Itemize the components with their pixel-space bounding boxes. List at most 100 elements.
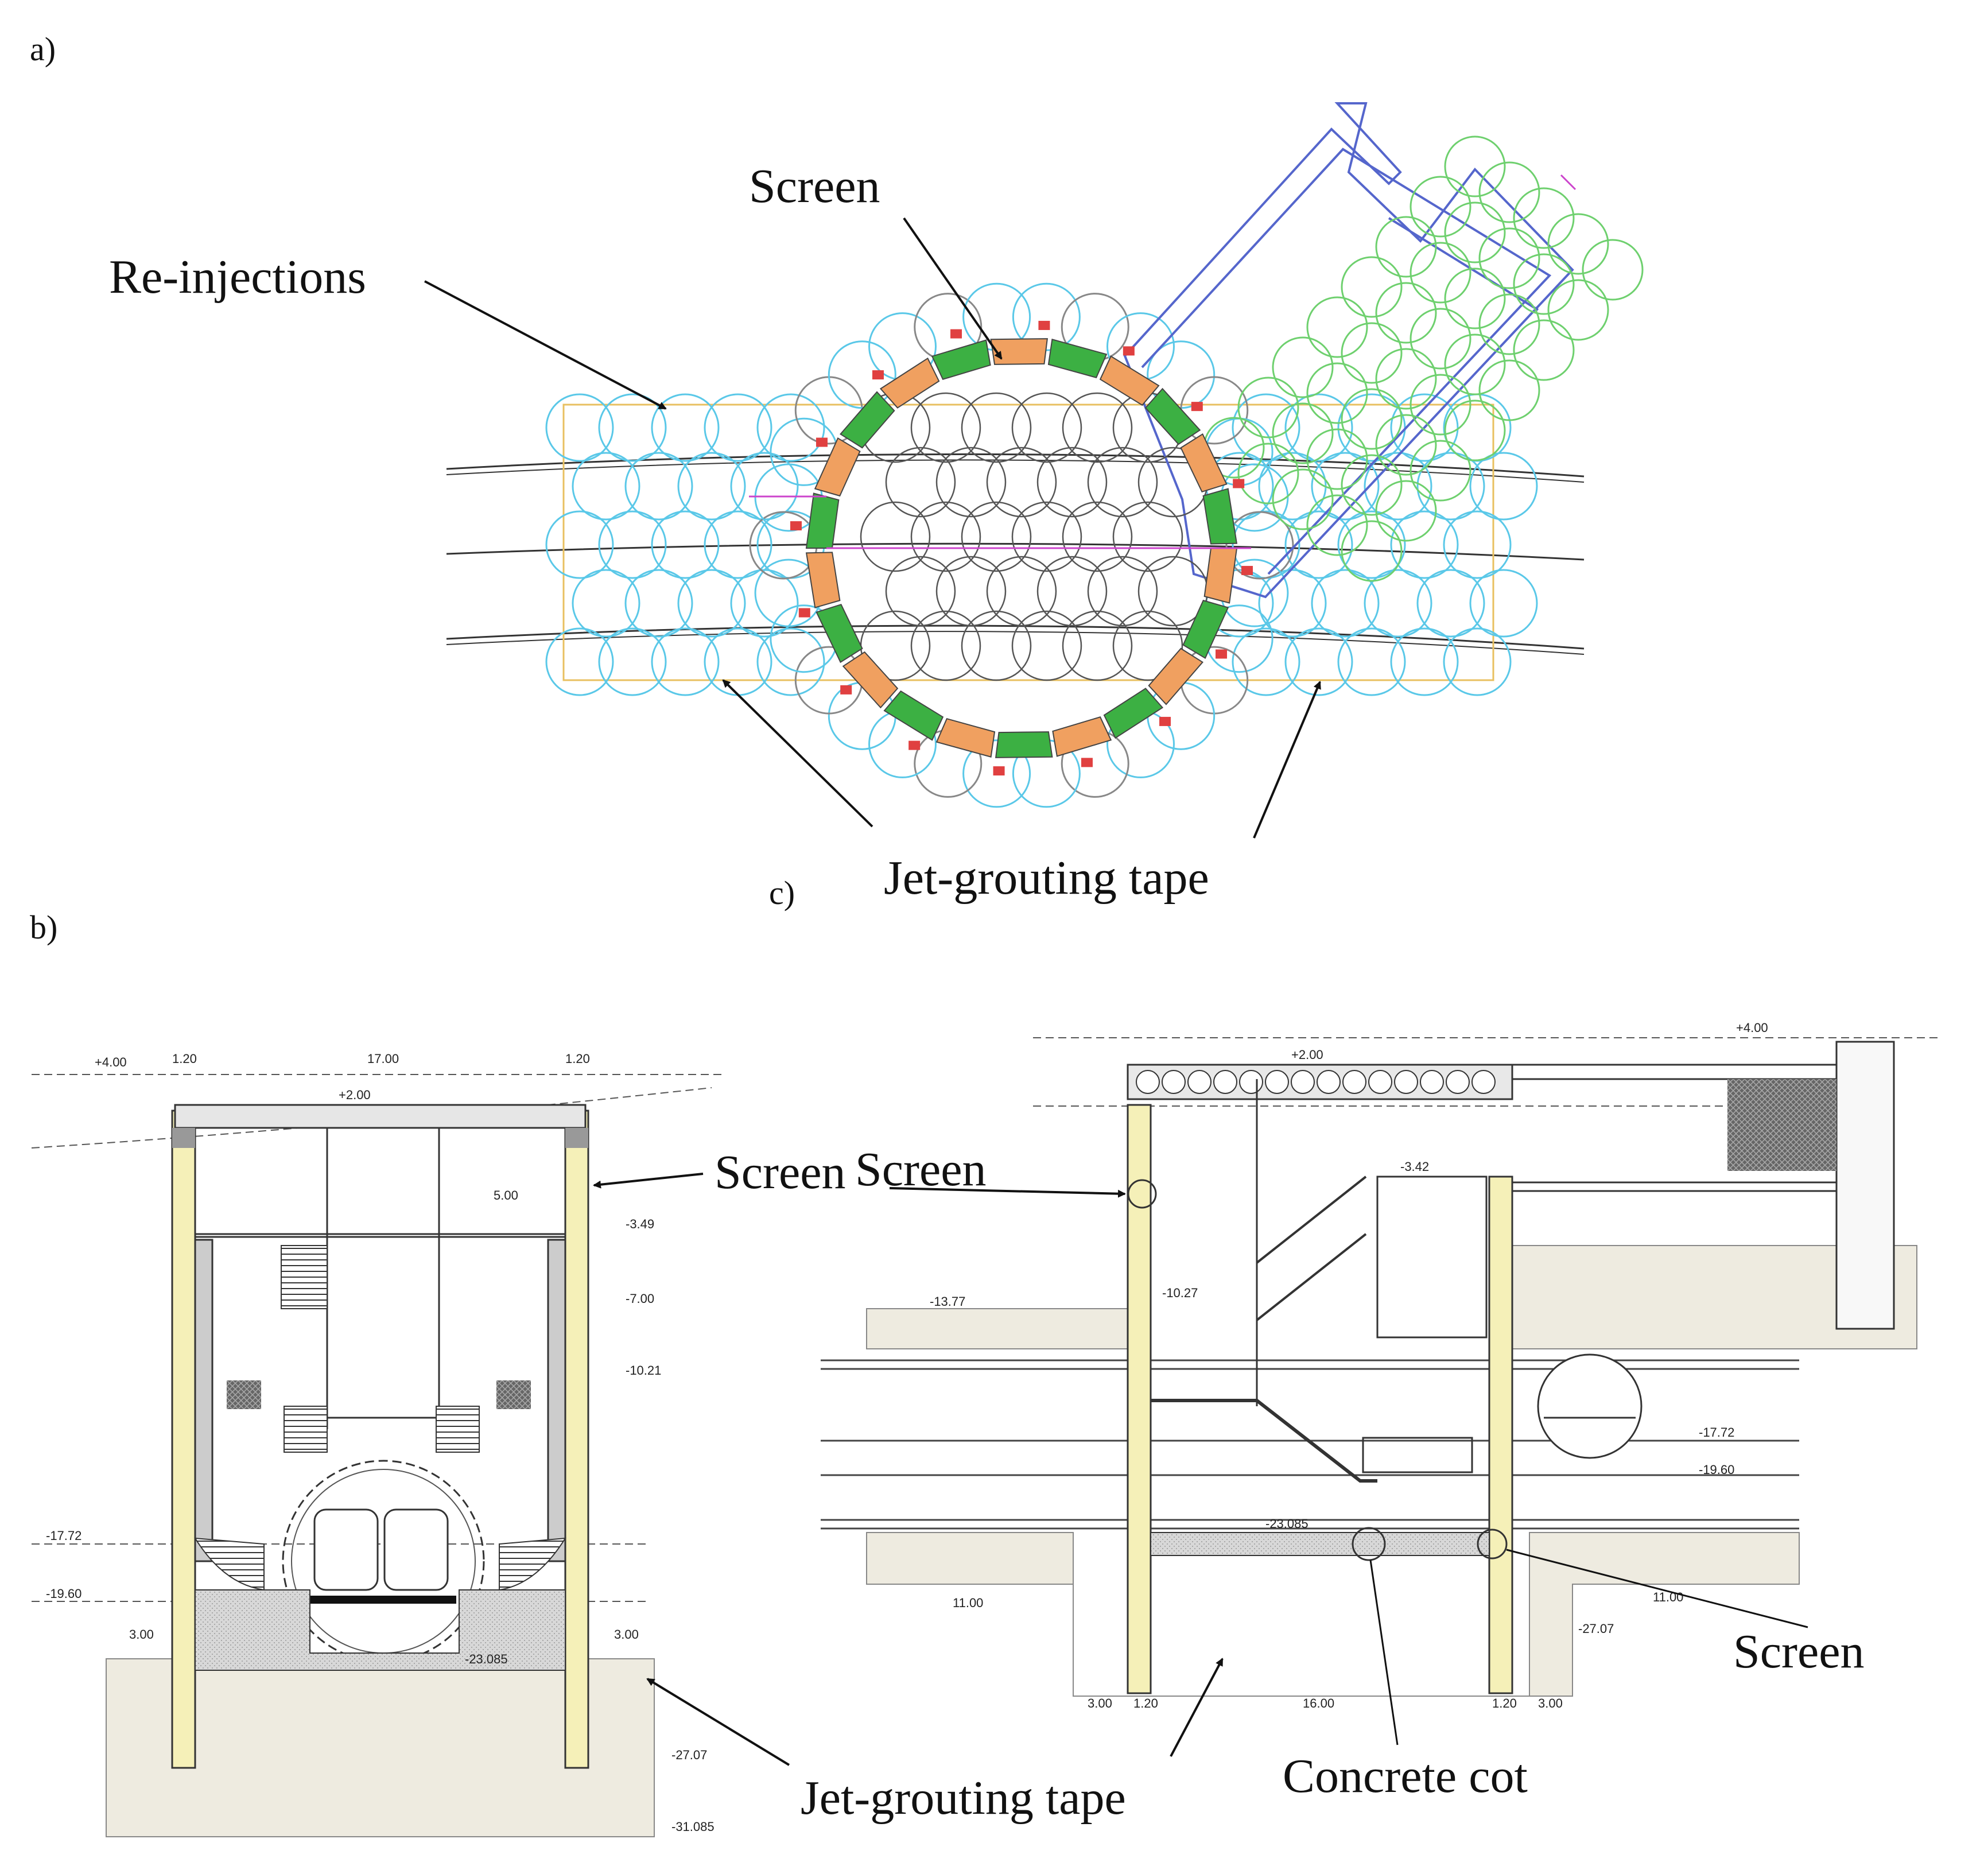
label-screen-c-bottom: Screen — [1733, 1625, 1865, 1678]
jet-column — [1375, 348, 1437, 410]
jet-column — [1232, 393, 1300, 462]
equipment-left-b — [227, 1380, 261, 1409]
panel-marker — [1191, 402, 1203, 412]
jet-column — [651, 627, 720, 696]
jet-column — [598, 393, 667, 462]
elev-c-7: -23.085 — [1265, 1516, 1308, 1531]
jet-column — [1341, 322, 1403, 384]
jet-column — [1311, 569, 1380, 638]
dimension-labels-b: 1.20 17.00 1.20 5.00 3.00 3.00 — [129, 1052, 639, 1642]
screen-panel — [1052, 716, 1112, 757]
jet-column — [962, 739, 1031, 808]
panel-marker — [872, 370, 884, 380]
haunch-left-b — [194, 1537, 265, 1591]
screen-panel — [1202, 488, 1238, 545]
detail-circle-screen-c — [1477, 1529, 1508, 1559]
equipment-right-b — [496, 1380, 531, 1409]
screen-panel — [935, 717, 996, 758]
jet-column — [1416, 569, 1485, 638]
jet-column — [1444, 135, 1506, 197]
jet-column — [1443, 627, 1512, 696]
panel-marker — [993, 766, 1005, 776]
elev-c-1: +2.00 — [1291, 1048, 1323, 1062]
dim-b-3: 5.00 — [494, 1188, 518, 1202]
jet-column — [1237, 377, 1299, 439]
screen-panel — [1180, 433, 1228, 493]
jet-column — [1258, 569, 1327, 638]
gallery-jet-columns — [1203, 135, 1644, 582]
panel-marker — [798, 608, 810, 618]
screen-panel — [840, 391, 895, 449]
screen-panel — [1148, 647, 1203, 705]
jet-column — [1547, 213, 1609, 275]
elev-c-5: -17.72 — [1699, 1425, 1734, 1440]
panel-a-letter: a) — [30, 30, 56, 68]
jet-column — [1410, 242, 1471, 304]
jet-column — [1478, 227, 1540, 289]
stair-landing-c — [1362, 1437, 1473, 1473]
roof-void — [1368, 1070, 1392, 1094]
jet-column — [986, 447, 1057, 518]
jet-column — [572, 569, 640, 638]
dimension-labels-c: 11.00 11.00 1.20 16.00 1.20 3.00 3.00 — [953, 1590, 1683, 1710]
panel-marker — [950, 329, 962, 339]
screen-wall-right-c — [1488, 1176, 1513, 1694]
jet-column — [1444, 333, 1506, 395]
screen-panel — [931, 339, 991, 381]
jet-column — [1341, 256, 1403, 318]
jet-column — [1478, 293, 1540, 355]
panel-c: c) — [769, 874, 1940, 1803]
jet-column — [1444, 399, 1506, 461]
screen-panel — [1182, 599, 1229, 659]
screen-panel — [842, 651, 899, 709]
jet-column — [1410, 308, 1471, 370]
jet-column — [1364, 569, 1432, 638]
label-screen-b: Screen — [715, 1146, 846, 1199]
elev-b-0: +4.00 — [95, 1055, 127, 1069]
arrow-jet-grouting-b — [646, 1678, 790, 1766]
panel-marker — [1081, 758, 1093, 767]
dim-c-1: 11.00 — [1653, 1590, 1683, 1604]
jet-column — [910, 610, 981, 681]
jet-column — [1306, 428, 1368, 490]
jet-column — [828, 340, 896, 409]
jet-column — [1232, 627, 1300, 696]
elev-b-6: -19.60 — [46, 1586, 81, 1601]
jet-column — [677, 452, 746, 521]
elevation-labels-c: +4.00 +2.00 -3.42 -10.27 -13.77 -17.72 -… — [930, 1021, 1768, 1636]
jet-column — [1375, 282, 1437, 344]
jet-column — [1513, 319, 1575, 381]
jet-column — [1341, 454, 1403, 516]
jet-column — [651, 510, 720, 579]
jet-column — [1036, 556, 1108, 627]
screen-panel — [883, 690, 944, 741]
jet-column — [1410, 440, 1471, 502]
jet-column — [1011, 610, 1082, 681]
dim-b-1: 17.00 — [367, 1052, 399, 1066]
jet-column — [1306, 296, 1368, 358]
right-structures-c — [1256, 1041, 1895, 1406]
jet-column — [704, 627, 772, 696]
roof-void — [1291, 1070, 1315, 1094]
jet-column — [1390, 627, 1459, 696]
line-concrete-cot — [1369, 1559, 1399, 1745]
arrow-jet-grouting-a-left — [722, 679, 873, 828]
jet-column — [1444, 201, 1506, 263]
jet-column — [1087, 447, 1158, 518]
screen-panel — [1203, 548, 1238, 604]
roof-voids-c — [1136, 1070, 1496, 1094]
jet-column — [756, 393, 825, 462]
jet-column — [1225, 511, 1294, 580]
roof-void — [1162, 1070, 1186, 1094]
jet-column — [1284, 627, 1353, 696]
dim-c-2: 1.20 — [1133, 1696, 1158, 1710]
jet-column — [1272, 402, 1334, 464]
jet-column — [1390, 510, 1459, 579]
jet-column — [961, 501, 1032, 572]
jet-column — [935, 556, 1007, 627]
jet-column — [730, 452, 799, 521]
roof-void — [1317, 1070, 1341, 1094]
screen-panel — [814, 437, 861, 497]
elev-c-0: +4.00 — [1736, 1021, 1768, 1035]
